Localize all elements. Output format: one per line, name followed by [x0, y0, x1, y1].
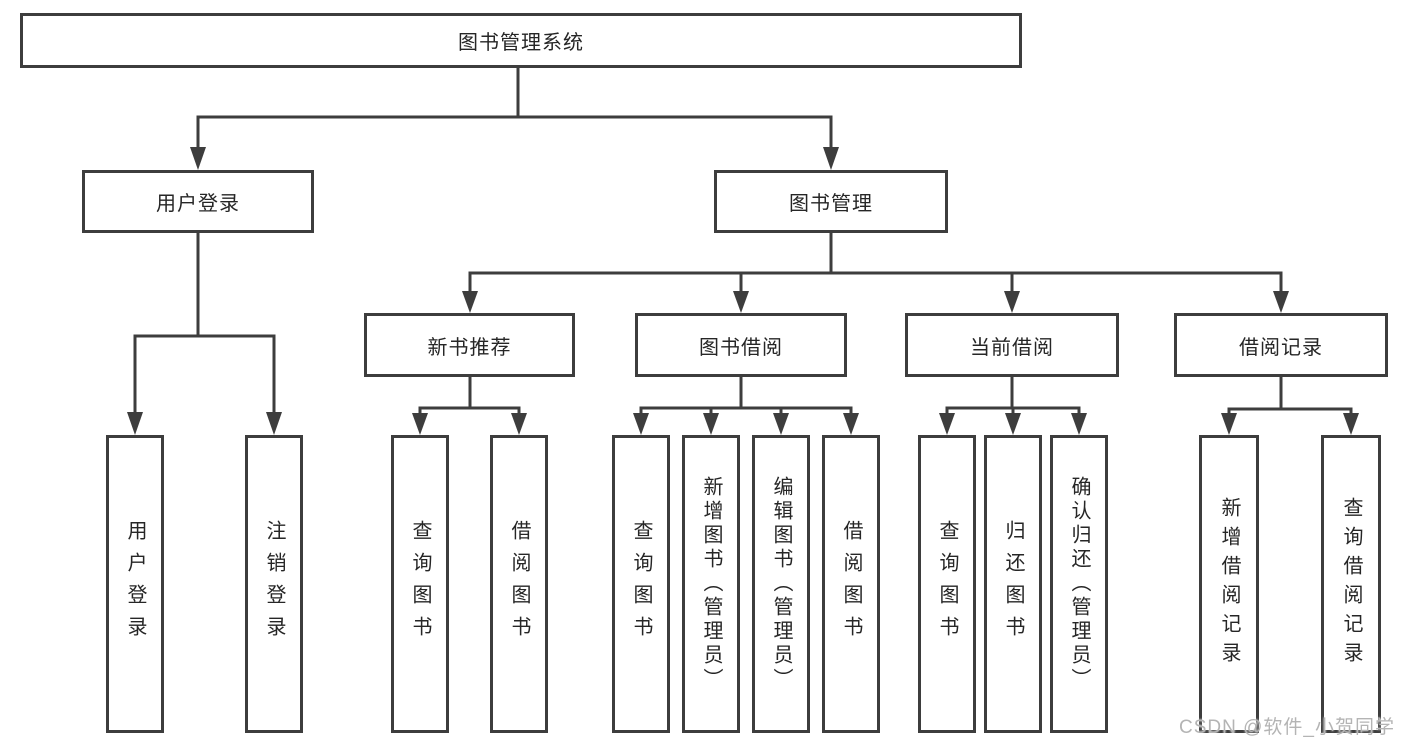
leaf-current-confirm-return-admin-label: 确认归还（管理员） — [1068, 476, 1090, 692]
leaf-current-confirm-return-admin: 确认归还（管理员） — [1050, 435, 1108, 733]
leaf-borrowing-borrow-book-label: 借阅图书 — [840, 520, 862, 648]
node-root-system-label: 图书管理系统 — [458, 32, 584, 54]
leaf-borrowing-query-book-label: 查询图书 — [630, 520, 652, 648]
arrowheads — [127, 147, 1359, 435]
leaf-current-return-book-label: 归还图书 — [1002, 520, 1024, 648]
leaf-borrowing-add-book-admin: 新增图书（管理员） — [682, 435, 740, 733]
leaf-user-login-label: 用户登录 — [124, 520, 146, 648]
node-book-management: 图书管理 — [714, 170, 948, 233]
csdn-watermark: CSDN @软件_小贺同学 — [1179, 717, 1395, 738]
leaf-borrowing-add-book-admin-label: 新增图书（管理员） — [700, 476, 722, 692]
leaf-borrowing-borrow-book: 借阅图书 — [822, 435, 880, 733]
leaf-current-return-book: 归还图书 — [984, 435, 1042, 733]
leaf-logout-login-label: 注销登录 — [263, 520, 285, 648]
node-current-borrowing-label: 当前借阅 — [970, 336, 1054, 359]
leaf-borrowing-edit-book-admin: 编辑图书（管理员） — [752, 435, 810, 733]
node-root-system: 图书管理系统 — [20, 13, 1022, 68]
leaf-recommend-query-book: 查询图书 — [391, 435, 449, 733]
node-user-login: 用户登录 — [82, 170, 314, 233]
leaf-borrowing-edit-book-admin-label: 编辑图书（管理员） — [770, 476, 792, 692]
node-book-management-label: 图书管理 — [789, 193, 873, 215]
leaf-current-query-book-label: 查询图书 — [936, 520, 958, 648]
leaf-current-query-book: 查询图书 — [918, 435, 976, 733]
leaf-recommend-query-book-label: 查询图书 — [409, 520, 431, 648]
leaf-recommend-borrow-book: 借阅图书 — [490, 435, 548, 733]
leaf-records-query-record-label: 查询借阅记录 — [1340, 497, 1362, 671]
leaf-user-login: 用户登录 — [106, 435, 164, 733]
node-new-book-recommend: 新书推荐 — [364, 313, 575, 377]
node-user-login-label: 用户登录 — [156, 193, 240, 215]
leaf-borrowing-query-book: 查询图书 — [612, 435, 670, 733]
node-new-book-recommend-label: 新书推荐 — [427, 336, 512, 359]
node-book-borrowing: 图书借阅 — [635, 313, 847, 377]
leaf-recommend-borrow-book-label: 借阅图书 — [508, 520, 530, 648]
node-current-borrowing: 当前借阅 — [905, 313, 1119, 377]
node-borrow-records: 借阅记录 — [1174, 313, 1388, 377]
leaf-records-add-record-label: 新增借阅记录 — [1218, 497, 1240, 671]
leaf-records-query-record: 查询借阅记录 — [1321, 435, 1381, 733]
node-borrow-records-label: 借阅记录 — [1239, 336, 1323, 359]
node-book-borrowing-label: 图书借阅 — [699, 336, 783, 359]
leaf-records-add-record: 新增借阅记录 — [1199, 435, 1259, 733]
leaf-logout-login: 注销登录 — [245, 435, 303, 733]
